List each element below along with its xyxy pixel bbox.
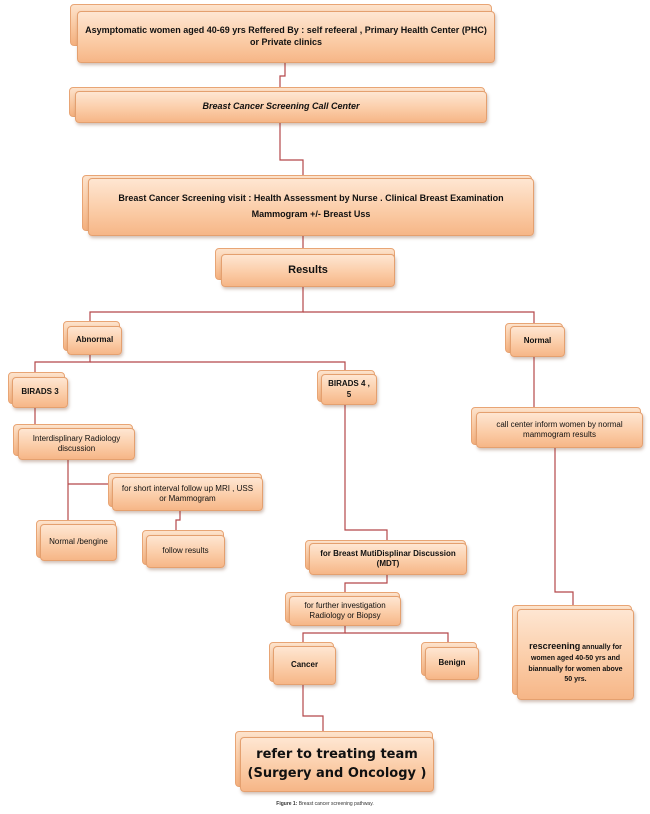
node-rescreening-lead: rescreening xyxy=(529,641,581,651)
figure-caption-label: Figure 1: xyxy=(276,801,298,807)
node-birads-4-5-label: BIRADS 4 , 5 xyxy=(321,374,377,405)
connector-results-branches xyxy=(89,287,304,321)
figure-caption: Figure 1: Breast cancer screening pathwa… xyxy=(0,801,650,807)
connector-further-benign xyxy=(345,632,449,642)
connector-abnormal-birads45 xyxy=(90,361,346,370)
node-screening-visit-line2: Mammogram +/- Breast Uss xyxy=(251,209,371,219)
node-interdisciplinary-label: Interdisplinary Radiology discussion xyxy=(18,428,135,460)
figure-caption-text: Breast cancer screening pathway. xyxy=(297,801,374,807)
node-benign-label: Benign xyxy=(425,647,479,680)
node-screening-visit-line1: Breast Cancer Screening visit : Health A… xyxy=(118,193,504,204)
node-rescreening-rest: annually for women aged 40-50 yrs and bi… xyxy=(528,644,623,684)
node-cancer-label: Cancer xyxy=(273,646,336,685)
node-short-interval-label: for short interval follow up MRI , USS o… xyxy=(112,477,263,511)
node-results-label: Results xyxy=(221,254,395,287)
connector-results-normal xyxy=(303,311,535,323)
node-follow-results-label: follow results xyxy=(146,535,225,568)
node-call-inform-label: call center inform women by normal mammo… xyxy=(476,412,643,448)
node-abnormal-label: Abnormal xyxy=(67,326,122,355)
connector-callcenter-visit xyxy=(279,123,304,175)
connector-short-follow xyxy=(175,511,181,530)
connector-abnormal-split xyxy=(34,355,91,372)
connector-callinform-rescreen xyxy=(554,448,574,605)
connector-further-split xyxy=(302,626,346,642)
connector-cancer-refer xyxy=(302,685,324,731)
node-refer-label: refer to treating team (Surgery and Onco… xyxy=(240,737,434,792)
node-further-investigation-label: for further investigation Radiology or B… xyxy=(289,596,401,626)
node-screening-visit-box: Breast Cancer Screening visit : Health A… xyxy=(88,178,534,236)
node-rescreening-box: rescreening annually for women aged 40-5… xyxy=(517,609,634,700)
connector-start-callcenter xyxy=(279,63,286,87)
node-normal-benign-label: Normal /bengine xyxy=(40,524,117,561)
node-birads-3-label: BIRADS 3 xyxy=(12,377,68,408)
connector-birads45-mdt xyxy=(344,405,388,540)
node-start-label: Asymptomatic women aged 40-69 yrs Reffer… xyxy=(77,11,495,63)
connector-mdt-further xyxy=(344,575,388,592)
node-normal-label: Normal xyxy=(510,326,565,357)
node-call-center-label: Breast Cancer Screening Call Center xyxy=(75,91,487,123)
node-mdt-label: for Breast MutiDisplinar Discussion (MDT… xyxy=(309,543,467,575)
